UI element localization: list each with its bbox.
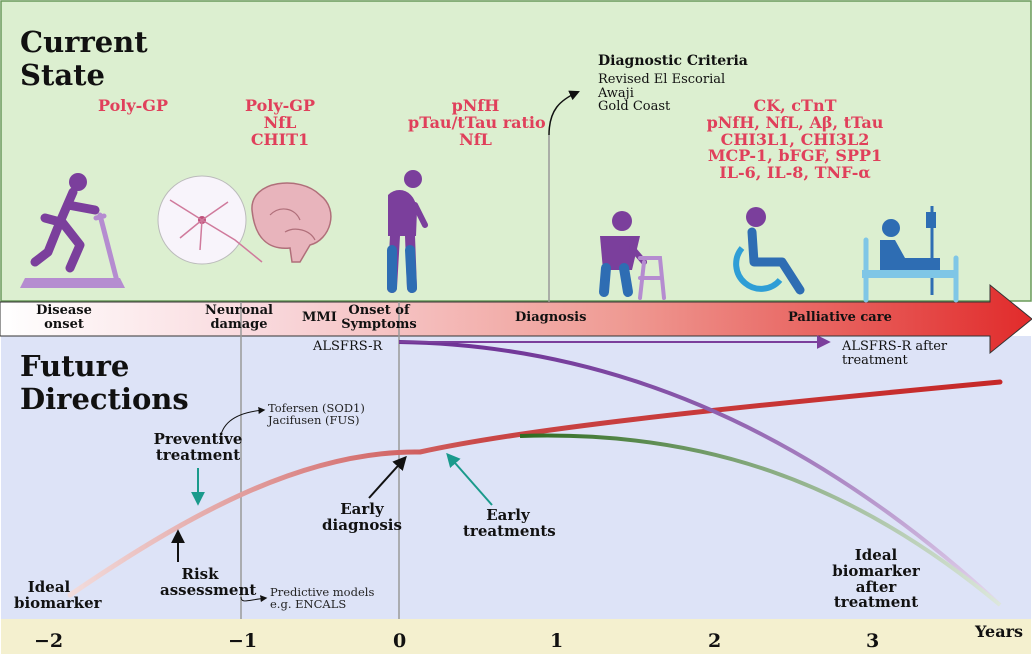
biomarker-label: NfL <box>459 129 492 149</box>
predictive-models-arrow <box>240 595 268 603</box>
neuron-brain-icon <box>157 175 332 265</box>
stage-palliative-care: Palliative care <box>788 310 892 325</box>
x-axis-band <box>1 619 1031 654</box>
hospital-bed-icon <box>862 206 959 303</box>
future-directions-title-line2: Directions <box>20 382 189 417</box>
biomarker-group-2: Poly-GP NfL CHIT1 <box>240 96 320 149</box>
biomarker-group-3: pNfH pTau/tTau ratio NfL <box>408 96 546 149</box>
therapy-item: Tofersen (SOD1) <box>268 401 365 415</box>
running-person-icon <box>20 173 125 288</box>
biomarker-label: pTau/tTau ratio <box>408 112 546 132</box>
ideal-biomarker-label: Ideal biomarker <box>14 578 102 612</box>
biomarker-label: CHIT1 <box>250 129 310 149</box>
therapy-item: Jacifusen (FUS) <box>268 413 360 428</box>
current-state-title: Current State <box>20 25 148 93</box>
x-axis-label: Years <box>975 622 1024 641</box>
alsfrs-decline-curve <box>398 340 1002 607</box>
preventive-treatment-label: Preventive treatment <box>153 430 243 464</box>
criteria-item: Gold Coast <box>598 99 671 115</box>
biomarker-label: Poly-GP <box>245 96 315 115</box>
x-tick: −1 <box>228 630 258 652</box>
stage-neuronal-damage: Neuronal damage <box>205 303 273 332</box>
biomarker-label: pNfH <box>451 96 500 115</box>
early-treatments-label: Early treatments <box>463 506 556 540</box>
current-state-title-line2: State <box>20 58 105 93</box>
future-directions-title: Future Directions <box>20 349 189 417</box>
stage-disease-onset: Disease onset <box>36 303 92 332</box>
stooped-person-icon <box>387 170 428 293</box>
future-directions-title-line1: Future <box>20 349 130 383</box>
timeline-arrow <box>0 283 1032 355</box>
alsfrs-after-treatment-label: ALSFRS-R after treatment <box>842 339 948 368</box>
ideal-biomarker-curve <box>67 379 1003 598</box>
biomarker-label: IL-6, IL-8, TNF-α <box>719 163 871 183</box>
stage-onset-of-symptoms: Onset of Symptoms <box>341 303 417 332</box>
predictive-item: Predictive models <box>270 585 375 599</box>
early-treatments-arrow <box>446 452 493 506</box>
biomarker-label: pNfH, NfL, Aβ, tTau <box>706 112 884 132</box>
ideal-biomarker-after-treatment-label: Ideal biomarker after treatment <box>832 546 920 612</box>
stage-diagnosis: Diagnosis <box>515 310 587 325</box>
stage-mmi: MMI <box>302 310 337 325</box>
biomarker-label: Poly-GP <box>98 96 168 115</box>
biomarker-label: MCP-1, bFGF, SPP1 <box>707 146 883 166</box>
criteria-item: Awaji <box>598 85 634 101</box>
x-tick: 1 <box>550 630 564 652</box>
biomarker-label: CHI3L1, CHI3L2 <box>720 129 870 149</box>
early-diagnosis-label: Early diagnosis <box>322 500 402 534</box>
predictive-models-label: Predictive models e.g. ENCALS <box>270 586 374 610</box>
wheelchair-icon <box>733 207 805 295</box>
biomarker-after-treatment-curve <box>519 433 1002 607</box>
diagnostic-criteria-title: Diagnostic Criteria <box>598 53 748 69</box>
current-state-title-line1: Current <box>20 25 148 59</box>
biomarker-label: CK, cTnT <box>753 96 837 115</box>
x-tick: 0 <box>393 630 407 652</box>
criteria-item: Revised El Escorial <box>598 72 726 87</box>
therapies-list: Tofersen (SOD1) Jacifusen (FUS) <box>268 402 365 426</box>
x-tick: 3 <box>866 630 880 652</box>
predictive-item: e.g. ENCALS <box>270 597 347 612</box>
therapies-arrow <box>219 406 266 441</box>
biomarker-group-4: CK, cTnT pNfH, NfL, Aβ, tTau CHI3L1, CHI… <box>695 96 895 183</box>
biomarker-label: NfL <box>263 112 297 132</box>
biomarker-group-1: Poly-GP <box>98 96 168 115</box>
x-tick: −2 <box>34 630 64 652</box>
walker-person-icon <box>599 211 666 300</box>
diagnostic-criteria-arrow <box>548 90 580 136</box>
diagnostic-criteria-list: Revised El Escorial Awaji Gold Coast <box>598 73 725 114</box>
future-directions-panel <box>1 336 1031 619</box>
x-tick: 2 <box>708 630 722 652</box>
alsfrs-start-label: ALSFRS-R <box>313 339 383 354</box>
early-diagnosis-arrow <box>368 455 407 499</box>
risk-assessment-label: Risk assessment <box>160 565 257 599</box>
